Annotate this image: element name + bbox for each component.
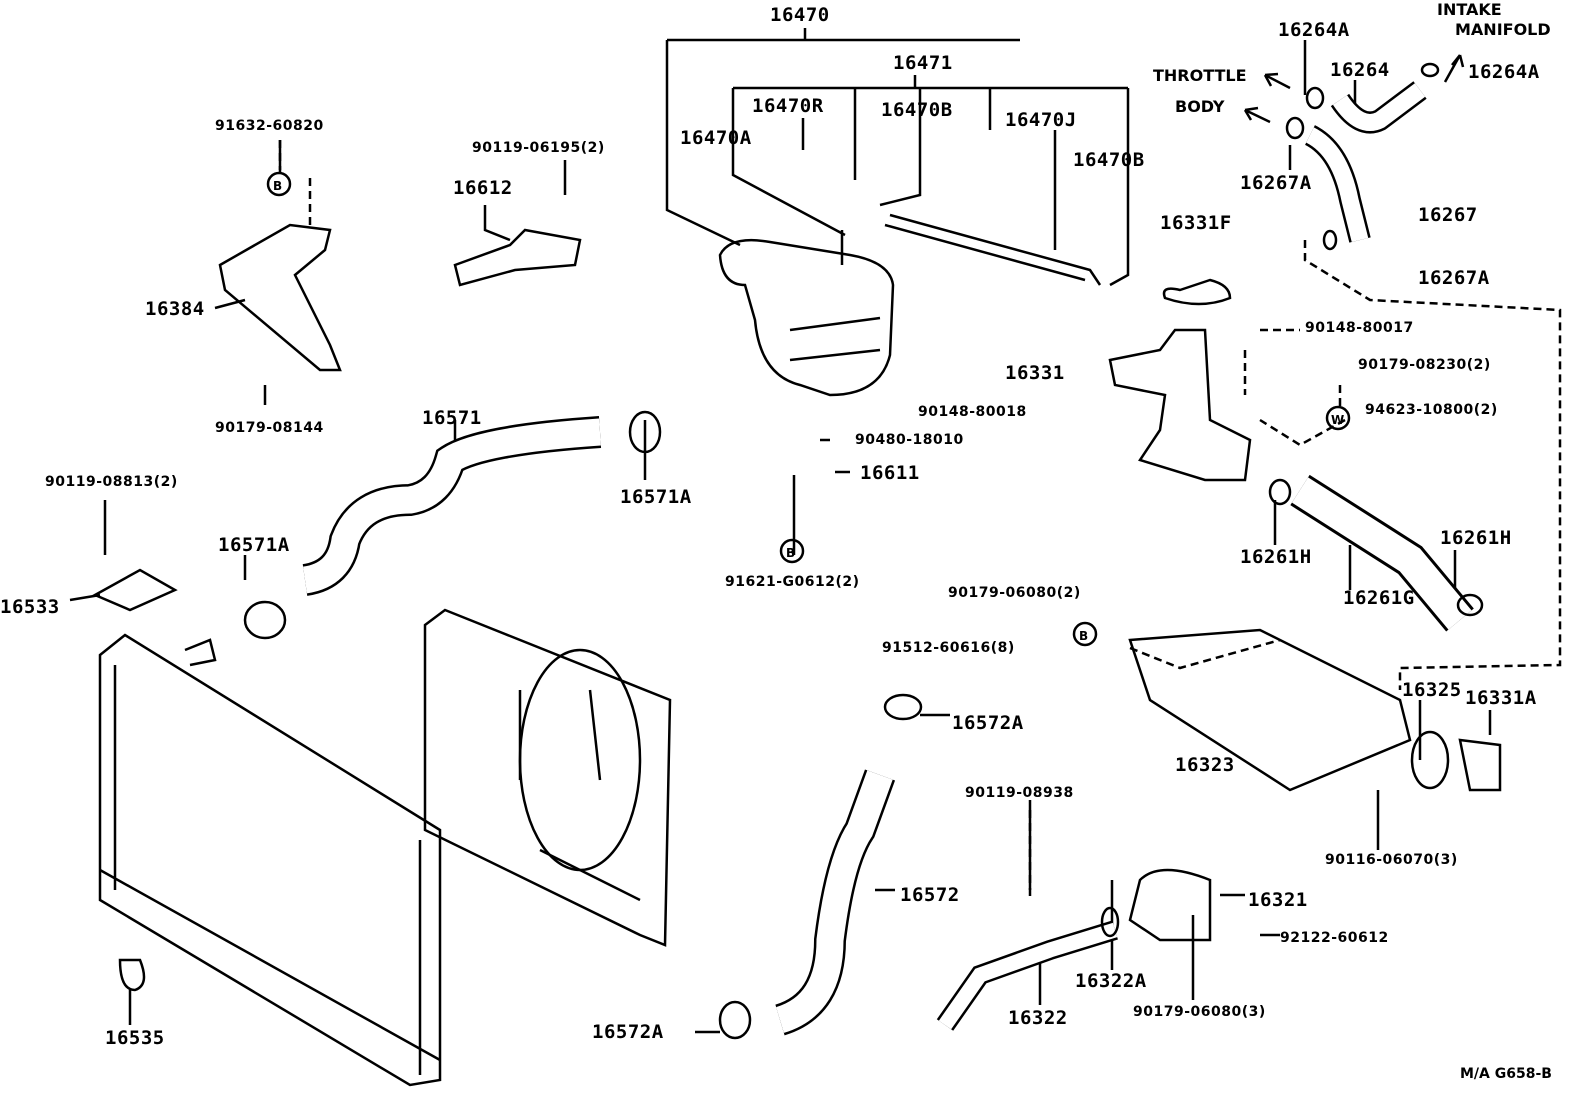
bolt-marker: B	[1079, 629, 1089, 643]
lower-radiator-hose	[774, 769, 896, 1036]
part-label: 16321	[1248, 889, 1308, 911]
part-label: 16267	[1418, 204, 1478, 226]
part-label: 16571A	[218, 534, 290, 556]
part-label: 16261H	[1240, 546, 1312, 568]
part-label: 16611	[860, 462, 920, 484]
part-label: 16470A	[680, 127, 752, 149]
part-label: 16261H	[1440, 527, 1512, 549]
bolt-marker: B	[273, 179, 283, 193]
upper-radiator-hose	[301, 416, 602, 596]
part-label: 16572A	[592, 1021, 664, 1043]
part-label: 90179-08230(2)	[1358, 357, 1491, 373]
hose-clamps	[243, 62, 1484, 1040]
direction-label-throttle: THROTTLE	[1153, 66, 1247, 85]
washer-marker: W	[1331, 413, 1345, 427]
part-label: 90179-06080(2)	[948, 585, 1081, 601]
part-label: 16267A	[1240, 172, 1312, 194]
part-label: 16535	[105, 1027, 165, 1049]
water-outlet	[1108, 278, 1502, 942]
direction-label-body: BODY	[1175, 97, 1225, 116]
part-label: 16322A	[1075, 970, 1147, 992]
part-label: 16322	[1008, 1007, 1068, 1029]
part-label: 91512-60616(8)	[882, 640, 1015, 656]
part-label: 16572A	[952, 712, 1024, 734]
reservoir-tank	[718, 213, 1102, 397]
part-label: 90148-80018	[918, 404, 1027, 420]
part-label: 16267A	[1418, 267, 1490, 289]
part-label: 16384	[145, 298, 205, 320]
figure-code: M/A G658-B	[1460, 1066, 1552, 1082]
direction-label-intake: INTAKE	[1437, 0, 1502, 19]
part-label: 16571A	[620, 486, 692, 508]
part-label: 90480-18010	[855, 432, 964, 448]
part-label: 16261G	[1343, 587, 1415, 609]
part-label: 16470B	[881, 99, 953, 121]
part-label: 90116-06070(3)	[1325, 852, 1458, 868]
part-label: 90179-08144	[215, 420, 324, 436]
part-label: 16331F	[1160, 212, 1232, 234]
brackets	[92, 223, 582, 612]
bolt-marker: B	[786, 546, 796, 560]
part-label: 92122-60612	[1280, 930, 1389, 946]
fan-shroud	[423, 608, 672, 947]
part-label: 16264A	[1468, 61, 1540, 83]
direction-label-manifold: MANIFOLD	[1455, 20, 1551, 39]
part-label: 16264	[1330, 59, 1390, 81]
part-label: 16470R	[752, 95, 824, 117]
part-label: 16331A	[1465, 687, 1537, 709]
part-label: 90119-08938	[965, 785, 1074, 801]
part-label: 94623-10800(2)	[1365, 402, 1498, 418]
part-label: 91621-G0612(2)	[725, 574, 860, 590]
part-label: 16470J	[1005, 109, 1077, 131]
part-label: 90148-80017	[1305, 320, 1414, 336]
part-label: 16325	[1402, 679, 1462, 701]
part-label: 16264A	[1278, 19, 1350, 41]
part-label: 16470	[770, 4, 830, 26]
part-label: 16612	[453, 177, 513, 199]
part-label: 16470B	[1073, 149, 1145, 171]
part-label: 16331	[1005, 362, 1065, 384]
part-label: 90119-06195(2)	[472, 140, 605, 156]
fastener-markers	[266, 54, 1465, 647]
part-label: 16323	[1175, 754, 1235, 776]
part-label: 90119-08813(2)	[45, 474, 178, 490]
part-label: 16533	[0, 596, 60, 618]
part-label: 16471	[893, 52, 953, 74]
radiator	[98, 633, 442, 1087]
part-label: 16572	[900, 884, 960, 906]
bypass-hose	[936, 81, 1474, 1031]
part-label: 16571	[422, 407, 482, 429]
part-label: 91632-60820	[215, 118, 324, 134]
part-label: 90179-06080(3)	[1133, 1004, 1266, 1020]
